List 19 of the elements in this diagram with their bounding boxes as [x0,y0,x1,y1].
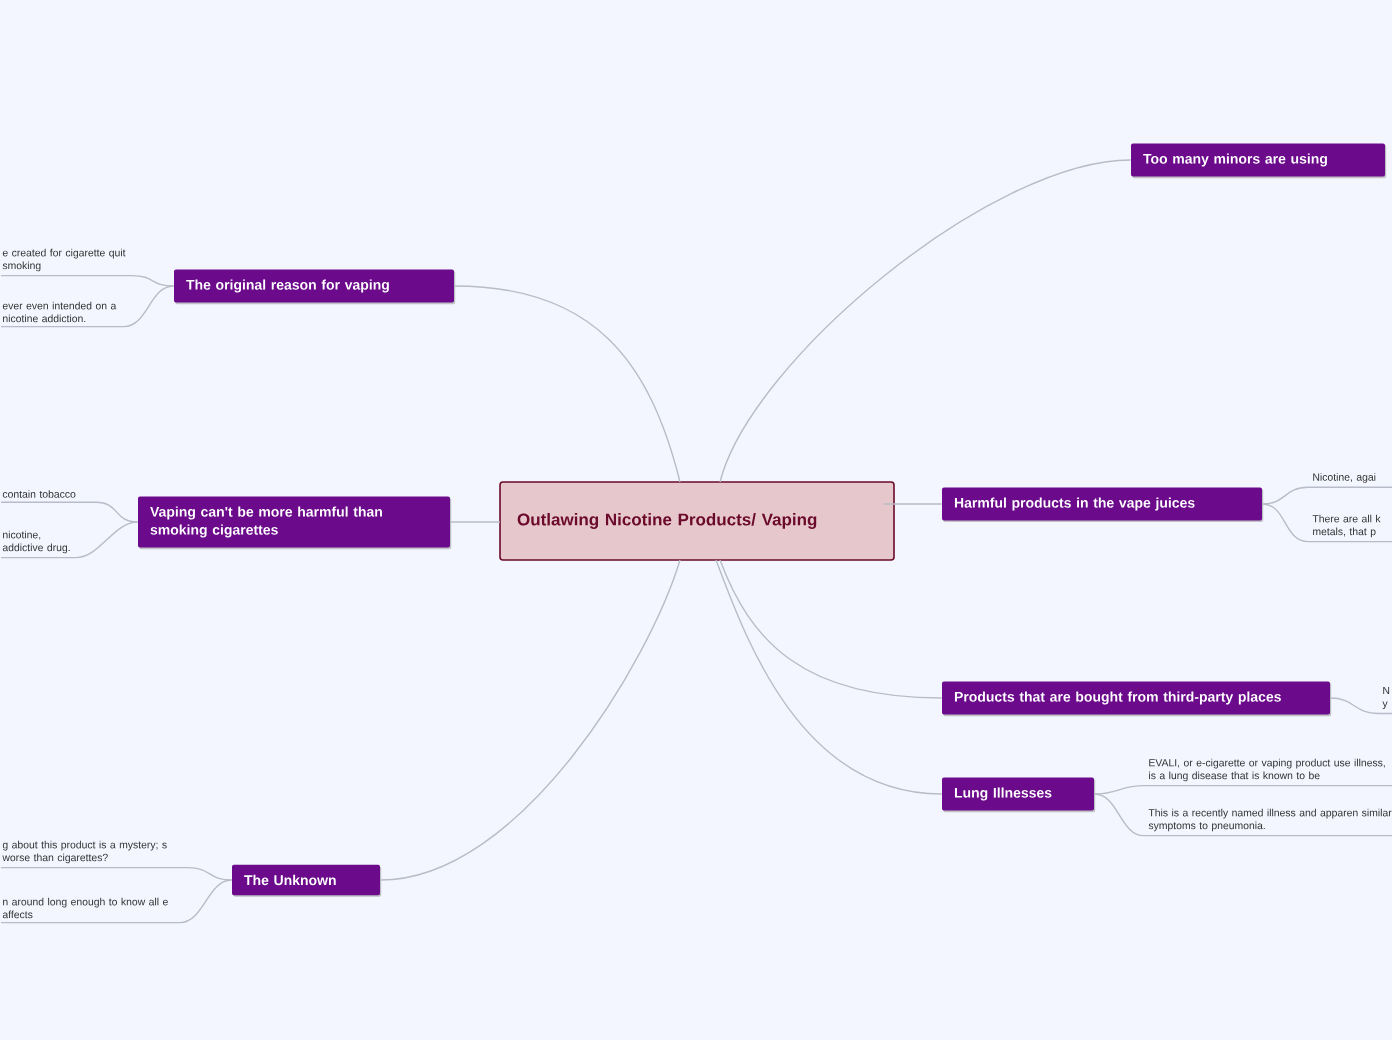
connector [719,559,943,699]
connector [884,503,943,505]
connector [1261,486,1392,505]
connector [449,521,501,523]
connector [0,521,139,559]
connector [379,559,681,881]
connector [1261,503,1392,543]
connector [0,866,233,881]
connector [0,285,175,328]
connector [0,501,139,523]
connector [1093,793,1392,837]
connector [1329,697,1392,715]
connector [0,274,175,287]
central-topic-box: Outlawing Nicotine Products/ Vaping [499,481,895,561]
connector [453,285,681,483]
connector [1093,784,1392,795]
connector [0,879,233,924]
connector [719,159,1132,483]
connector [715,559,943,795]
